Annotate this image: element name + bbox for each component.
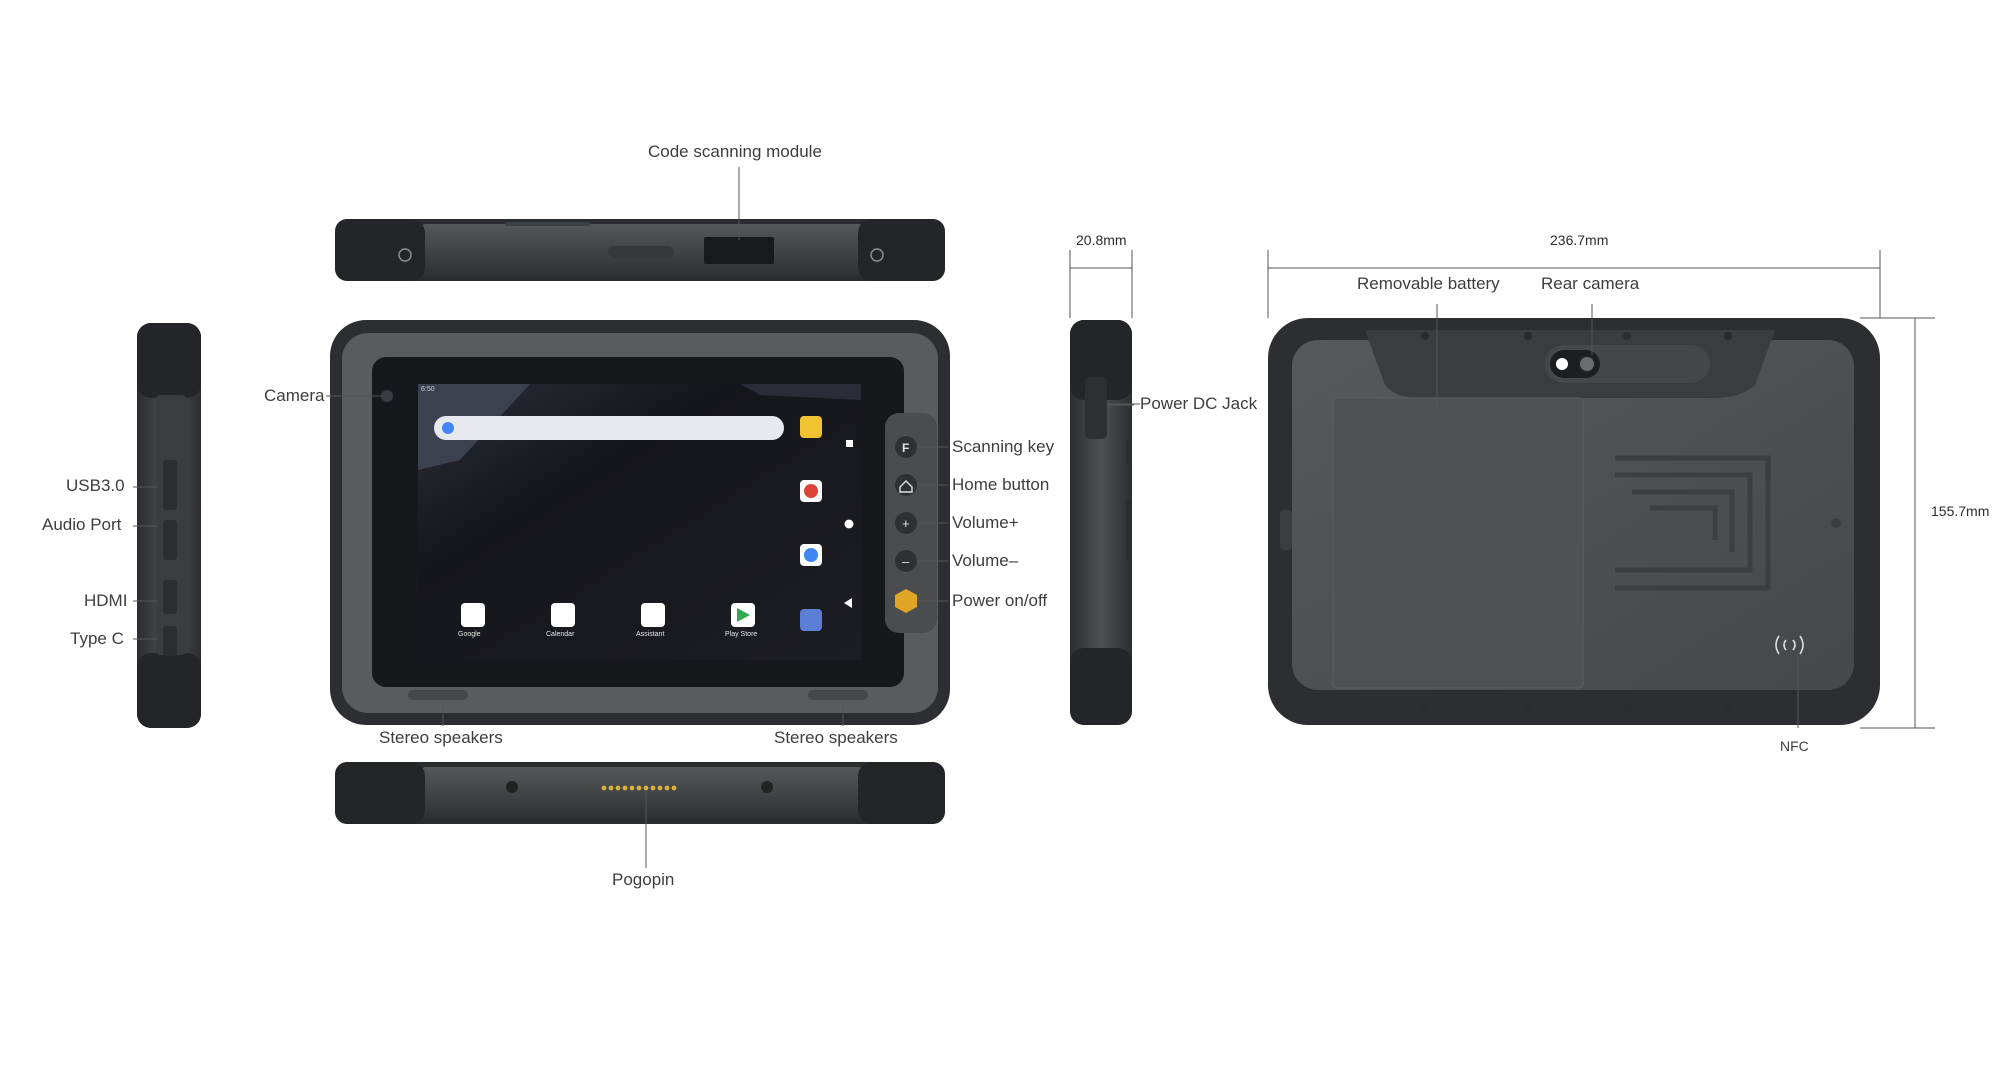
label-pogopin: Pogopin xyxy=(612,870,675,889)
label-rear-camera: Rear camera xyxy=(1541,274,1640,293)
left-side-view xyxy=(137,323,201,728)
scanner-window xyxy=(704,237,774,264)
app-label-assistant: Assistant xyxy=(636,631,665,638)
pogopin-contacts xyxy=(601,785,677,791)
nfc-icon xyxy=(1775,635,1804,655)
front-camera xyxy=(381,390,393,402)
label-scanning-key: Scanning key xyxy=(952,437,1055,456)
bottom-edge-view xyxy=(335,762,945,824)
label-type-c: Type C xyxy=(70,629,124,648)
right-side-view xyxy=(1070,320,1132,725)
svg-text:F: F xyxy=(902,441,909,455)
label-hdmi: HDMI xyxy=(84,591,128,610)
label-power-dc-jack: Power DC Jack xyxy=(1140,394,1258,413)
app-label-google: Google xyxy=(458,631,481,638)
search-bar xyxy=(434,416,784,440)
label-removable-battery: Removable battery xyxy=(1357,274,1500,293)
back-view xyxy=(1268,318,1880,725)
dc-jack-cover xyxy=(1085,377,1107,439)
label-nfc: NFC xyxy=(1780,738,1809,754)
svg-text:+: + xyxy=(902,516,910,531)
app-label-play-store: Play Store xyxy=(725,631,758,638)
label-volume-minus: Volume– xyxy=(952,551,1019,570)
svg-text:–: – xyxy=(902,554,910,569)
label-home-button: Home button xyxy=(952,475,1050,494)
battery-cover xyxy=(1332,397,1584,689)
app-label-calendar: Calendar xyxy=(546,631,575,638)
label-stereo-speakers-left: Stereo speakers xyxy=(379,728,503,747)
dimension-thickness: 20.8mm xyxy=(1076,232,1127,248)
label-usb: USB3.0 xyxy=(66,476,125,495)
power-key xyxy=(895,589,917,613)
label-code-scanning-module: Code scanning module xyxy=(648,142,822,161)
dimension-width: 236.7mm xyxy=(1550,232,1609,248)
top-edge-view xyxy=(335,219,945,281)
label-camera: Camera xyxy=(264,386,325,405)
label-stereo-speakers-right: Stereo speakers xyxy=(774,728,898,747)
label-audio-port: Audio Port xyxy=(42,515,122,534)
status-time: 6:50 xyxy=(421,386,435,393)
label-power: Power on/off xyxy=(952,591,1048,610)
callout-lines xyxy=(133,167,1935,868)
vent-grille xyxy=(1615,455,1771,591)
label-volume-plus: Volume+ xyxy=(952,513,1019,532)
front-view: F + – xyxy=(330,320,950,725)
dimension-height: 155.7mm xyxy=(1931,503,1990,519)
